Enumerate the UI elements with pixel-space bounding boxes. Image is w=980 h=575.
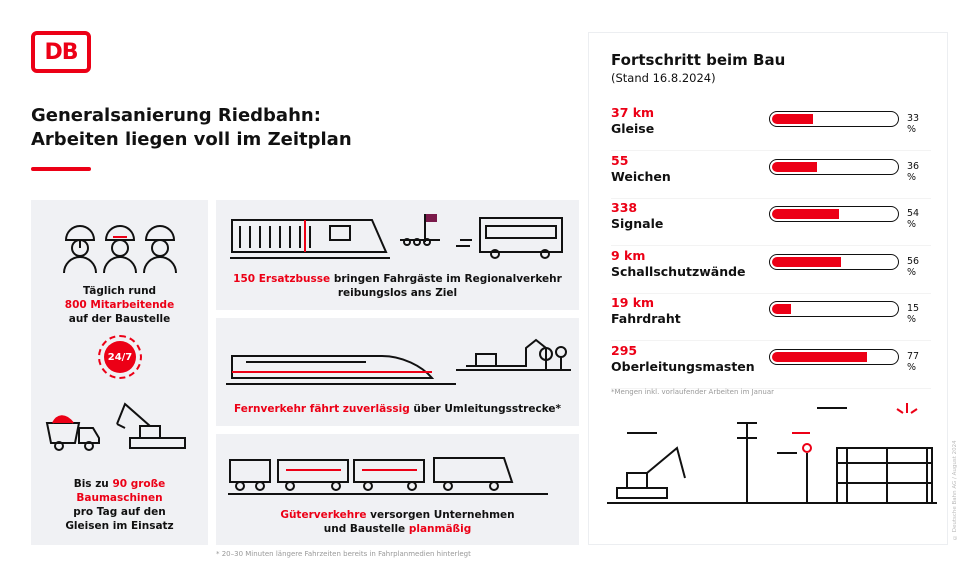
freight-line: versorgen Unternehmen [366,509,515,521]
machines-text: Bis zu 90 große Baumaschinen pro Tag auf… [31,477,208,533]
progress-percent: 36 % [907,160,920,183]
workers-count: 800 Mitarbeitende [64,299,175,311]
long-distance-line: über Umleitungsstrecke* [409,403,562,415]
progress-percent: 33 % [907,113,920,135]
progress-value: 9 km [611,247,646,263]
progress-row: 55 Weichen 36 % [611,153,931,199]
construction-site-icon [607,403,937,504]
workers-panel: Täglich rund 800 Mitarbeitende auf der B… [31,200,208,545]
workers-line: auf der Baustelle [68,313,171,325]
machines-count: 90 große [112,478,166,490]
freight-highlight: planmäßig [408,523,472,535]
progress-bar [769,301,899,317]
bus-highlight: 150 Ersatzbusse [233,273,331,285]
machines-line: Gleisen im Einsatz [65,520,174,532]
progress-fill [772,209,839,219]
progress-percent: 77 % [907,350,920,373]
progress-bar [769,348,899,365]
progress-fill [772,351,868,362]
page-title: Generalsanierung Riedbahn: Arbeiten lieg… [31,104,352,152]
badge-text: 24/7 [104,341,136,373]
bus-train-icon [230,214,563,259]
construction-machines-icon [45,402,186,451]
progress-name: Oberleitungsmasten [611,358,755,374]
bus-line: reibungslos ans Ziel [337,287,458,299]
progress-title: Fortschritt beim Bau [611,51,786,69]
24-7-badge: 24/7 [98,335,142,379]
progress-name: Gleise [611,121,655,136]
progress-row: 295 Oberleitungsmasten 77 % [611,343,931,389]
workers-line: Täglich rund [82,285,157,297]
bus-panel: 150 Ersatzbusse bringen Fahrgäste im Reg… [216,200,579,310]
freight-line: und Baustelle [323,523,409,535]
progress-percent: 15 % [907,303,920,325]
progress-name: Weichen [611,168,671,184]
ice-train-icon [226,338,571,385]
long-distance-text: Fernverkehr fährt zuverlässig über Umlei… [216,402,579,416]
machines-line: pro Tag auf den [73,506,166,518]
progress-row: 37 km Gleise 33 % [611,105,931,151]
bus-text: 150 Ersatzbusse bringen Fahrgäste im Reg… [216,272,579,300]
progress-row: 9 km Schallschutzwände 56 % [611,248,931,294]
footnote: * 20–30 Minuten längere Fahrzeiten berei… [216,550,471,558]
freight-highlight: Güterverkehre [280,509,367,521]
machines-line: Bis zu [73,478,113,490]
progress-bar [769,206,899,222]
progress-name: Schallschutzwände [611,263,746,279]
workers-text: Täglich rund 800 Mitarbeitende auf der B… [31,284,208,326]
progress-value: 37 km [611,105,655,120]
long-distance-panel: Fernverkehr fährt zuverlässig über Umlei… [216,318,579,426]
title-line-1: Generalsanierung Riedbahn: [31,105,321,126]
progress-name: Signale [611,216,664,231]
progress-fill [772,304,791,314]
progress-value: 295 [611,342,638,358]
progress-card: Fortschritt beim Bau (Stand 16.8.2024) 3… [588,32,948,545]
progress-percent: 54 % [907,208,920,230]
progress-percent: 56 % [907,255,920,278]
progress-fill [772,114,813,124]
progress-value: 338 [611,200,638,215]
progress-fill [772,161,817,172]
progress-note: *Mengen inkl. vorlaufender Arbeiten im J… [611,388,775,396]
progress-bar [769,158,899,175]
progress-bar [769,253,899,270]
db-logo: DB [31,31,91,73]
freight-train-icon [228,457,548,495]
freight-panel: Güterverkehre versorgen Unternehmen und … [216,434,579,545]
freight-text: Güterverkehre versorgen Unternehmen und … [216,508,579,536]
progress-value: 19 km [611,295,655,310]
progress-row: 19 km Fahrdraht 15 % [611,295,931,341]
logo-text: DB [44,39,78,65]
title-underline [31,167,91,171]
title-line-2: Arbeiten liegen voll im Zeitplan [31,129,352,150]
machines-line: Baumaschinen [76,492,163,504]
copyright: © Deutsche Bahn AG / August 2024 [952,440,958,540]
progress-value: 55 [611,152,629,168]
bus-line: bringen Fahrgäste im Regionalverkehr [330,273,562,285]
progress-name: Fahrdraht [611,311,681,326]
progress-row: 338 Signale 54 % [611,200,931,246]
workers-icon [63,225,177,273]
long-distance-highlight: Fernverkehr fährt zuverlässig [233,403,410,415]
progress-date: (Stand 16.8.2024) [611,71,716,85]
progress-bar [769,111,899,127]
progress-fill [772,256,842,267]
